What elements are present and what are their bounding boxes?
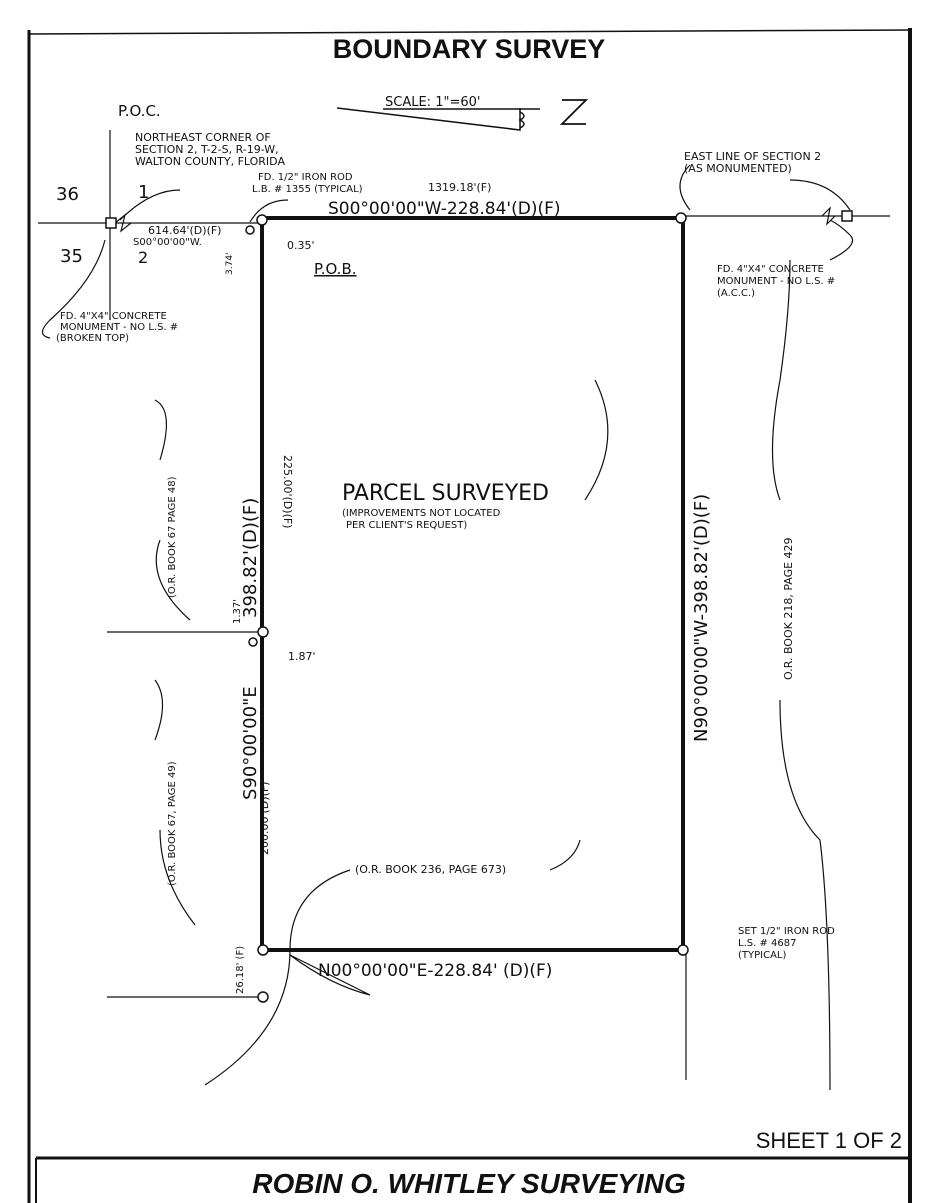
corner-markers [245, 212, 689, 1003]
east-monument-icon [841, 210, 853, 222]
section-36: 36 [56, 184, 79, 205]
firm-name: ROBIN O. WHITLEY SURVEYING [252, 1168, 686, 1199]
monument-east-line2: MONUMENT - NO L.S. # [717, 276, 835, 287]
monument-west-line1: FD. 4"X4" CONCRETE [60, 311, 167, 322]
document-title: BOUNDARY SURVEY [332, 34, 606, 64]
monument-west-line2: MONUMENT - NO L.S. # [60, 322, 178, 333]
west-line-bearing: S90°00'00"E [240, 686, 261, 800]
iron-rod-icon [256, 214, 268, 226]
section-2: 2 [138, 248, 148, 267]
parcel-label: PARCEL SURVEYED [342, 481, 549, 506]
offset-187: 1.87' [288, 650, 316, 663]
offset-374: 3.74' [225, 252, 235, 275]
offset-137: 1.37' [232, 599, 243, 624]
iron-rod-icon [675, 212, 687, 224]
tie-distance: 614.64'(D)(F) [148, 224, 221, 237]
parcel-note2: PER CLIENT'S REQUEST) [346, 520, 467, 531]
parcel-boundary [260, 216, 685, 952]
iron-rod-set-line1: SET 1/2" IRON ROD [738, 926, 835, 937]
section-35: 35 [60, 246, 83, 267]
west-line-total: 398.82'(D)(F) [240, 498, 261, 618]
south-line-label: N00°00'00"E-228.84' (D)(F) [318, 961, 552, 981]
north-arrow-icon [559, 99, 589, 125]
poc-line3: WALTON COUNTY, FLORIDA [135, 155, 285, 168]
parcel-note1: (IMPROVEMENTS NOT LOCATED [342, 508, 501, 519]
west-lower-distance: 200.00'(D)(F) [258, 782, 271, 855]
tie-bearing: S00°00'00"W. [133, 237, 202, 248]
iron-rod-icon [248, 637, 258, 647]
iron-rod-set-line2: L.S. # 4687 [738, 938, 796, 949]
scale-bar [336, 107, 540, 131]
page-frame [27, 28, 912, 1203]
iron-rod-found-line1: FD. 1/2" IRON ROD [258, 172, 353, 183]
monument-west-line3: (BROKEN TOP) [56, 333, 129, 344]
adjoiner-east: O.R. BOOK 218, PAGE 429 [782, 537, 795, 680]
adjoiner-west-upper: (O.R. BOOK 67 PAGE 48) [167, 476, 178, 598]
east-line-label1: EAST LINE OF SECTION 2 [684, 150, 821, 163]
iron-rod-icon [245, 225, 255, 235]
iron-rod-icon [257, 991, 269, 1003]
section-1: 1 [138, 182, 149, 203]
section-total: 1319.18'(F) [428, 181, 491, 194]
monument-east-line1: FD. 4"X4" CONCRETE [717, 264, 824, 275]
offset-2618: 26.18' (F) [235, 946, 246, 994]
iron-rod-icon [257, 944, 269, 956]
north-line-label: S00°00'00"W-228.84'(D)(F) [328, 199, 561, 219]
west-upper-distance: 225.00'(D)(F) [281, 455, 294, 528]
iron-rod-set-line3: (TYPICAL) [738, 950, 786, 961]
poc-line1: NORTHEAST CORNER OF [135, 131, 271, 144]
east-line-label2: (AS MONUMENTED) [684, 162, 792, 175]
poc-line2: SECTION 2, T-2-S, R-19-W, [135, 143, 279, 156]
adjoiner-west-lower: (O.R. BOOK 67, PAGE 49) [167, 761, 178, 886]
iron-rod-found-line2: L.B. # 1355 (TYPICAL) [252, 184, 363, 195]
leader-arrows [41, 164, 854, 1091]
offset-035: 0.35' [287, 239, 315, 252]
iron-rod-icon [677, 944, 689, 956]
iron-rod-icon [257, 626, 269, 638]
east-line-bearing: N90°00'00"W-398.82'(D)(F) [691, 494, 712, 742]
adjoiner-south: (O.R. BOOK 236, PAGE 673) [355, 863, 506, 876]
sheet-number: SHEET 1 OF 2 [755, 1128, 902, 1153]
monument-east-line3: (A.C.C.) [717, 288, 755, 299]
pob-label: P.O.B. [314, 260, 357, 278]
scale-label: SCALE: 1"=60' [385, 95, 480, 110]
poc-label: P.O.C. [118, 102, 161, 120]
poc-monument-icon [105, 217, 117, 229]
